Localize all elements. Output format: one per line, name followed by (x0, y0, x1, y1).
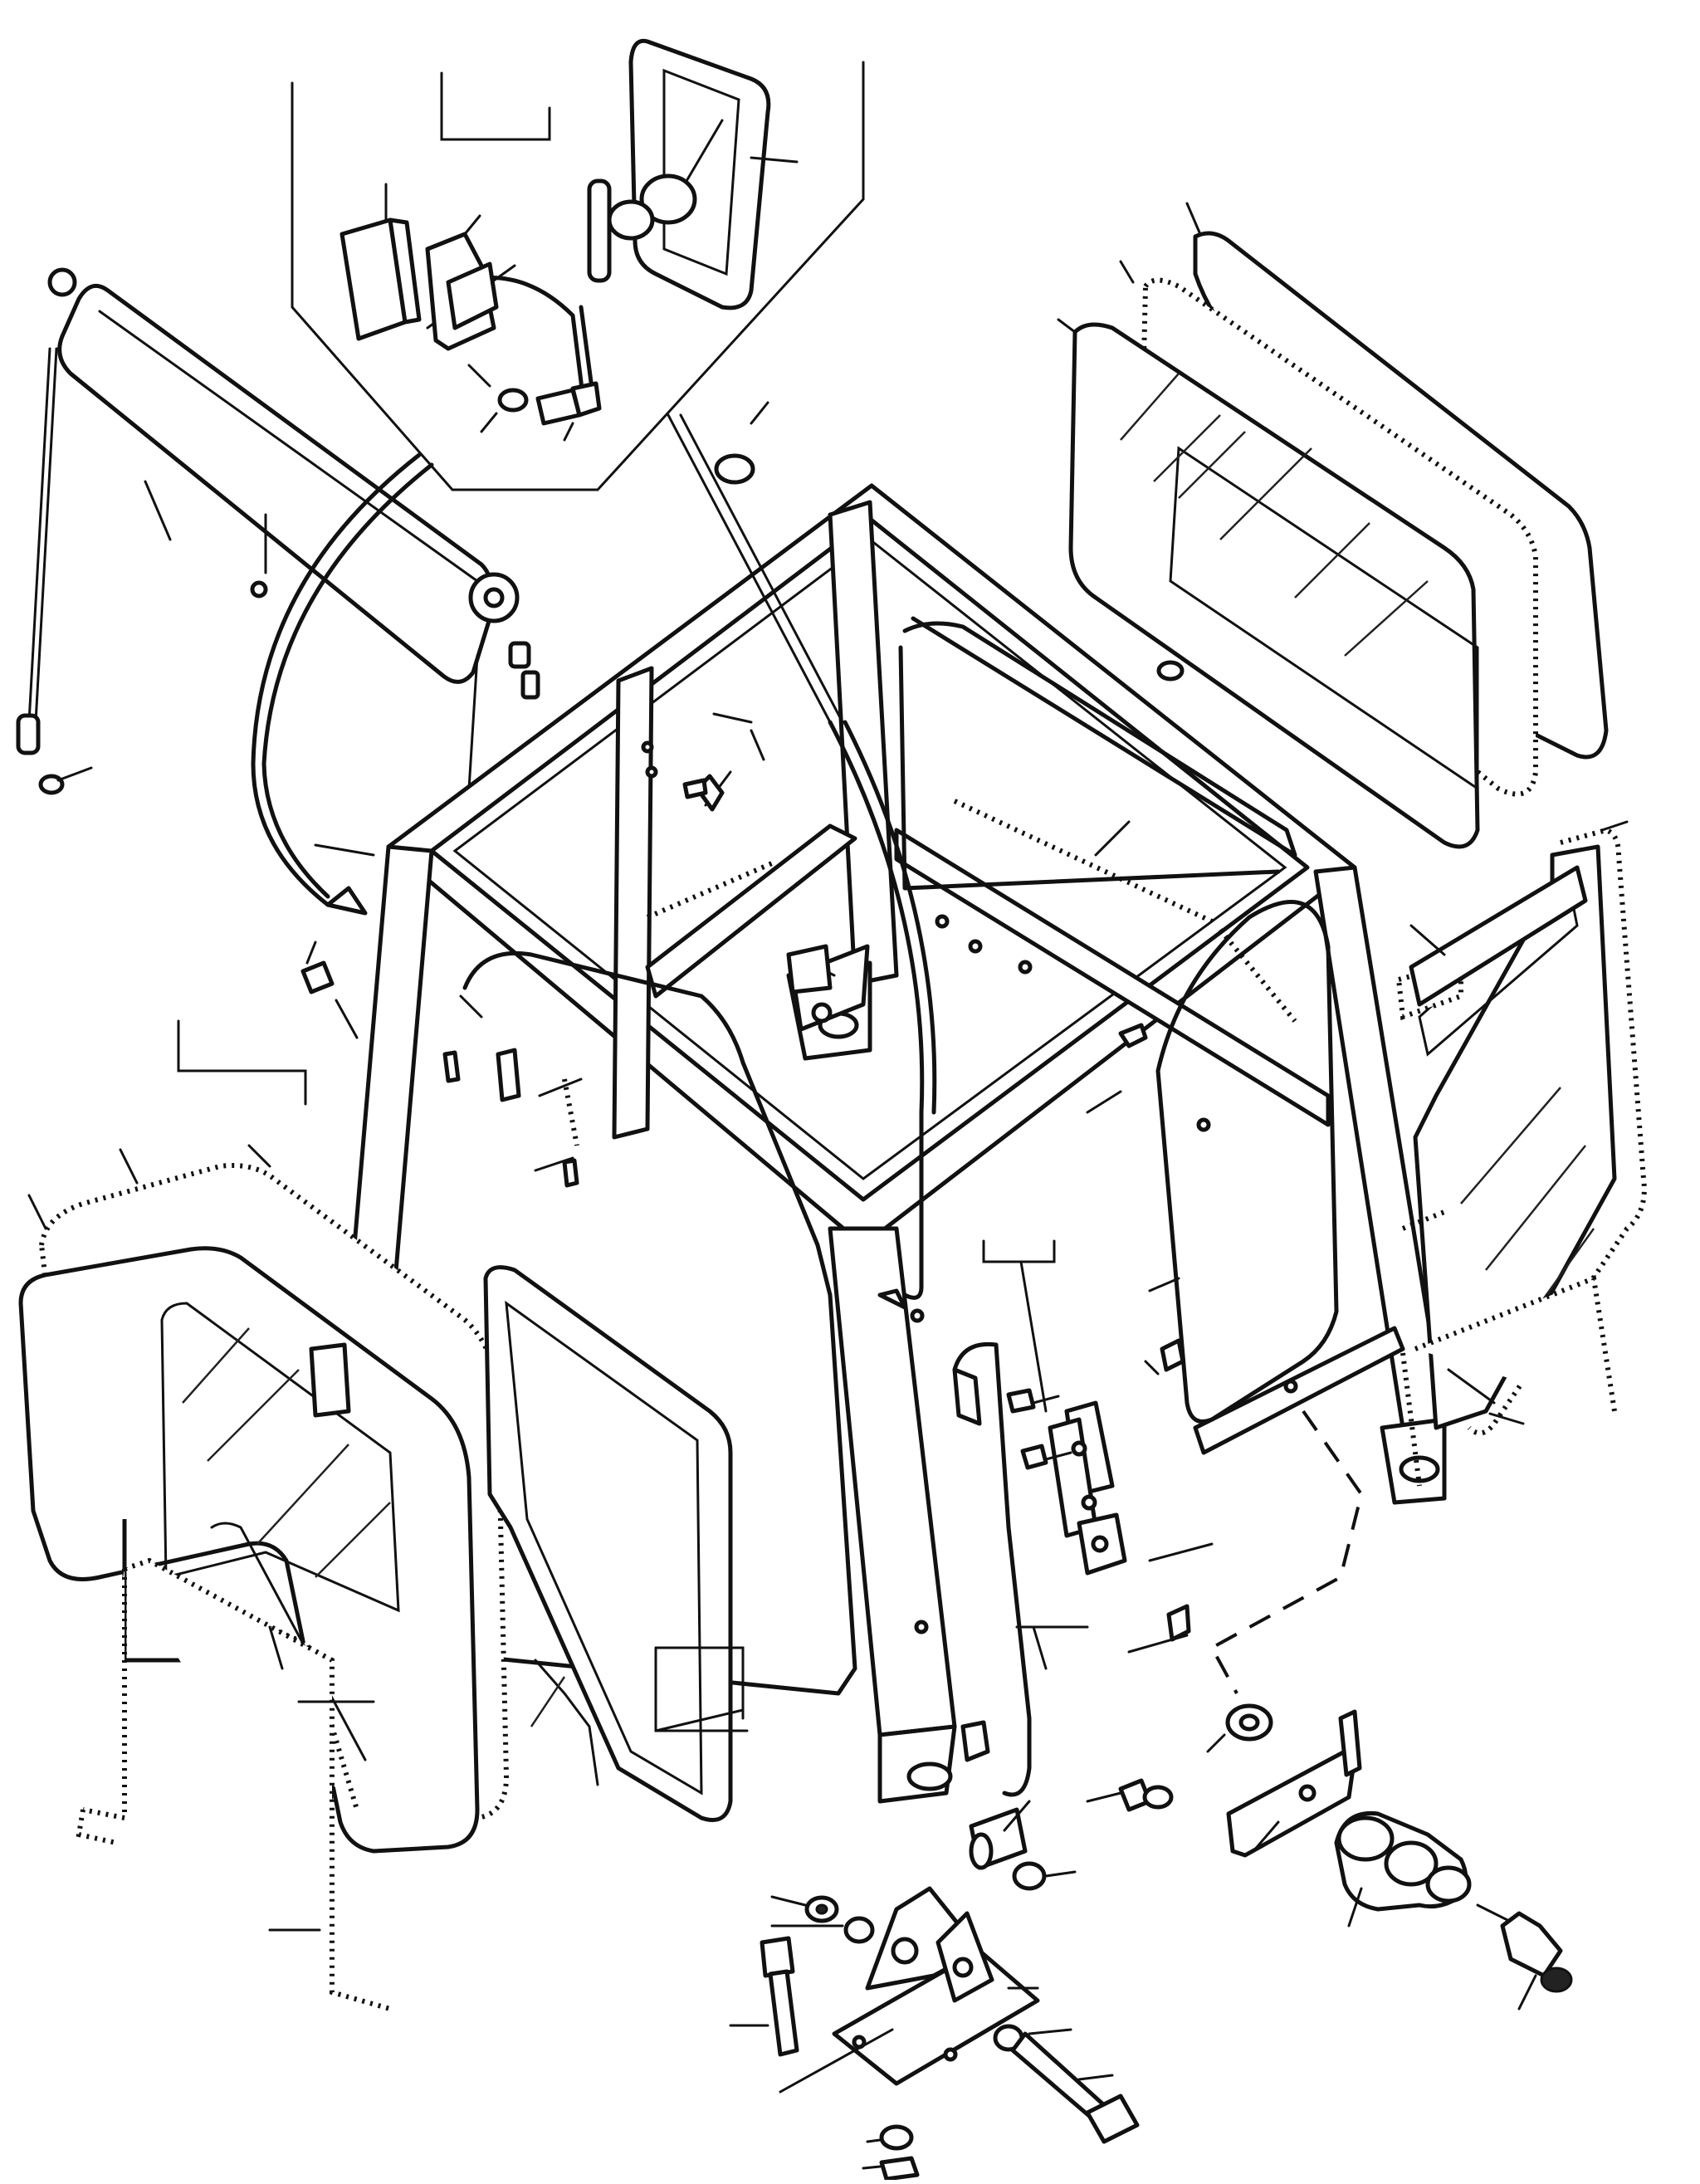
mirror-bracket-label-frame (440, 71, 551, 141)
door-panel-icon (1395, 820, 1647, 1436)
mirror-icon (628, 38, 799, 310)
hinge-icon (982, 1239, 1127, 1576)
base-mount-icon (779, 1886, 1040, 2094)
mirror-bracket-icon (425, 214, 499, 351)
cab-frame-icon (296, 483, 1447, 1808)
mirror-callout-frame (291, 61, 865, 491)
cable-icon (251, 452, 422, 907)
bolt-icon (480, 381, 602, 442)
mount-plate-icon (340, 183, 422, 341)
mirror-assembly (291, 38, 865, 491)
window-panel-icon (1057, 202, 1609, 849)
connector-icon (1334, 1810, 1573, 2011)
bolt-icon (1006, 1388, 1174, 1812)
wiper-arm-icon (16, 267, 540, 857)
door-frame-icon (483, 1265, 733, 1822)
mount-bracket-icon (1226, 1709, 1362, 1858)
routing-line (1209, 1410, 1364, 1694)
seal-strip-icon (1400, 1274, 1617, 1487)
